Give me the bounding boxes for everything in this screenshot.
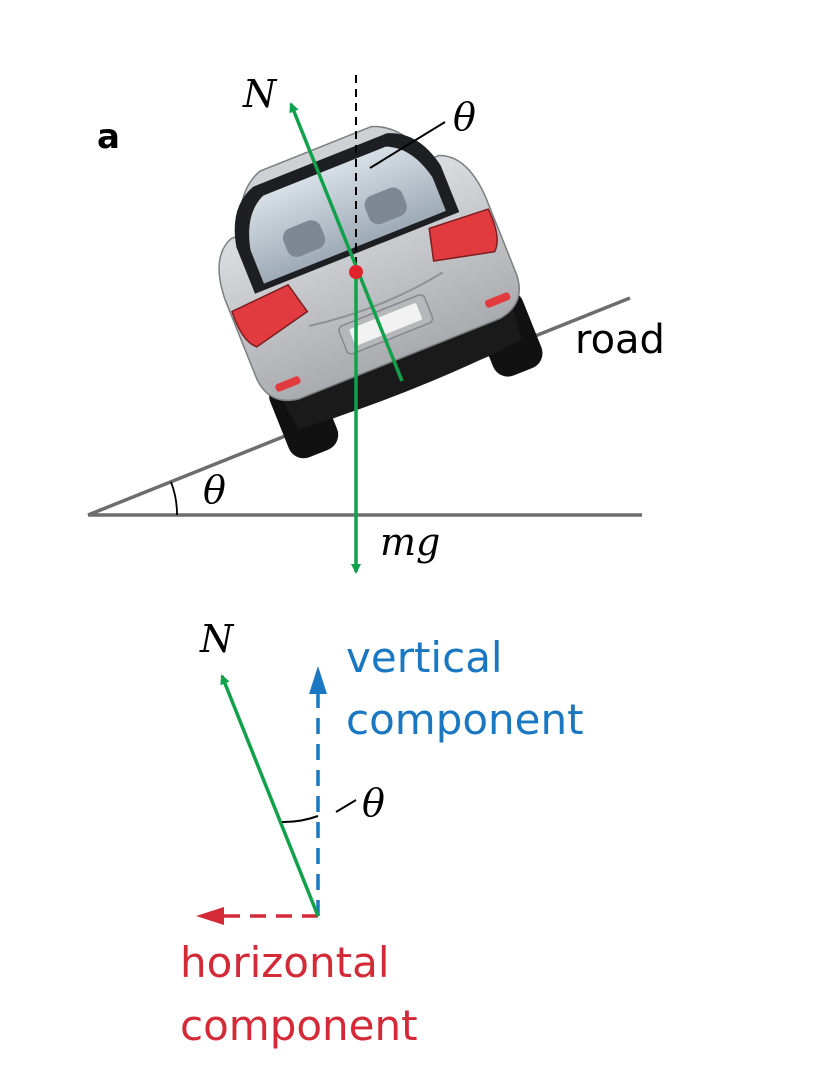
- center-of-mass-dot: [349, 265, 363, 279]
- theta-bottom-arc: [281, 815, 319, 824]
- vertical-component-arrowhead: [309, 666, 327, 694]
- panel-label: a: [97, 117, 120, 157]
- weight-label: mg: [380, 520, 440, 564]
- car-rear-view-icon: [218, 125, 543, 459]
- horizontal-component-label-line1: horizontal: [180, 938, 390, 987]
- horizontal-component-label-line2: component: [180, 1001, 418, 1050]
- horizontal-component-arrowhead: [196, 907, 224, 925]
- normal-force-label-top: N: [242, 72, 278, 116]
- theta-bottom-leader: [335, 799, 357, 813]
- theta-bottom-label: θ: [362, 781, 385, 825]
- vertical-component-label-line1: vertical: [346, 633, 503, 682]
- vertical-component-label-line2: component: [346, 695, 584, 744]
- theta-incline-label: θ: [203, 468, 226, 512]
- road-label: road: [575, 317, 665, 363]
- theta-top-leader: [369, 121, 446, 169]
- normal-force-arrow-top: [289, 102, 404, 382]
- normal-force-label-bottom: N: [199, 617, 235, 661]
- incline-angle-arc: [170, 481, 178, 516]
- normal-force-arrow-bottom: [220, 674, 320, 917]
- theta-top-label: θ: [453, 95, 476, 139]
